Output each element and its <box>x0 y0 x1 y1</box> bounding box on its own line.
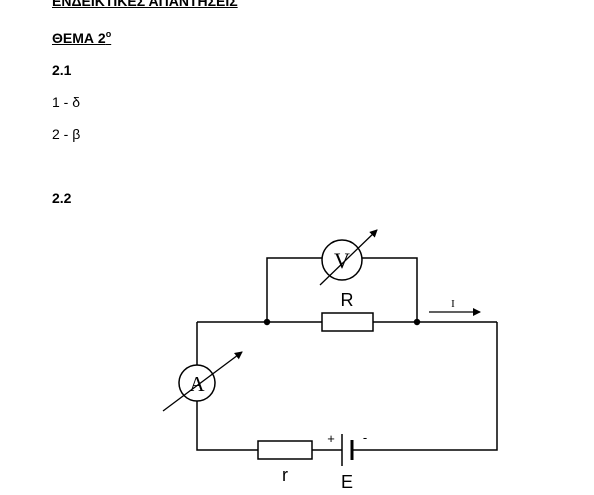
resistor-label: R <box>341 290 354 310</box>
circuit-wires <box>196 257 498 451</box>
internal-resistance-symbol <box>257 440 313 460</box>
internal-resistance-label: r <box>282 465 288 485</box>
section-title: ΘΕΜΑ 2ο <box>52 29 112 47</box>
section-title-text: ΘΕΜΑ 2 <box>52 30 106 46</box>
emf-label: E <box>341 472 353 492</box>
resistor-r-symbol <box>321 312 374 332</box>
answer-2: 2 - β <box>52 126 81 142</box>
battery-symbol <box>341 434 354 466</box>
circuit-diagram: R V A I r + - E <box>162 229 498 492</box>
battery-minus-sign: - <box>363 430 367 445</box>
battery-plus-sign: + <box>327 431 335 446</box>
subsection-2-1-heading: 2.1 <box>52 62 72 78</box>
junction-node-left <box>263 318 271 326</box>
voltmeter-label: V <box>334 248 350 273</box>
voltmeter: V <box>319 229 378 286</box>
subsection-2-2-heading: 2.2 <box>52 190 72 206</box>
ammeter: A <box>162 351 243 412</box>
junction-node-right <box>413 318 421 326</box>
current-label: I <box>451 298 455 310</box>
ammeter-label: A <box>189 372 205 396</box>
section-title-superscript: ο <box>105 29 112 39</box>
answer-1: 1 - δ <box>52 94 81 110</box>
document-title: ΕΝΔΕΙΚΤΙΚΕΣ ΑΠΑΝΤΗΣΕΙΣ <box>52 0 238 9</box>
